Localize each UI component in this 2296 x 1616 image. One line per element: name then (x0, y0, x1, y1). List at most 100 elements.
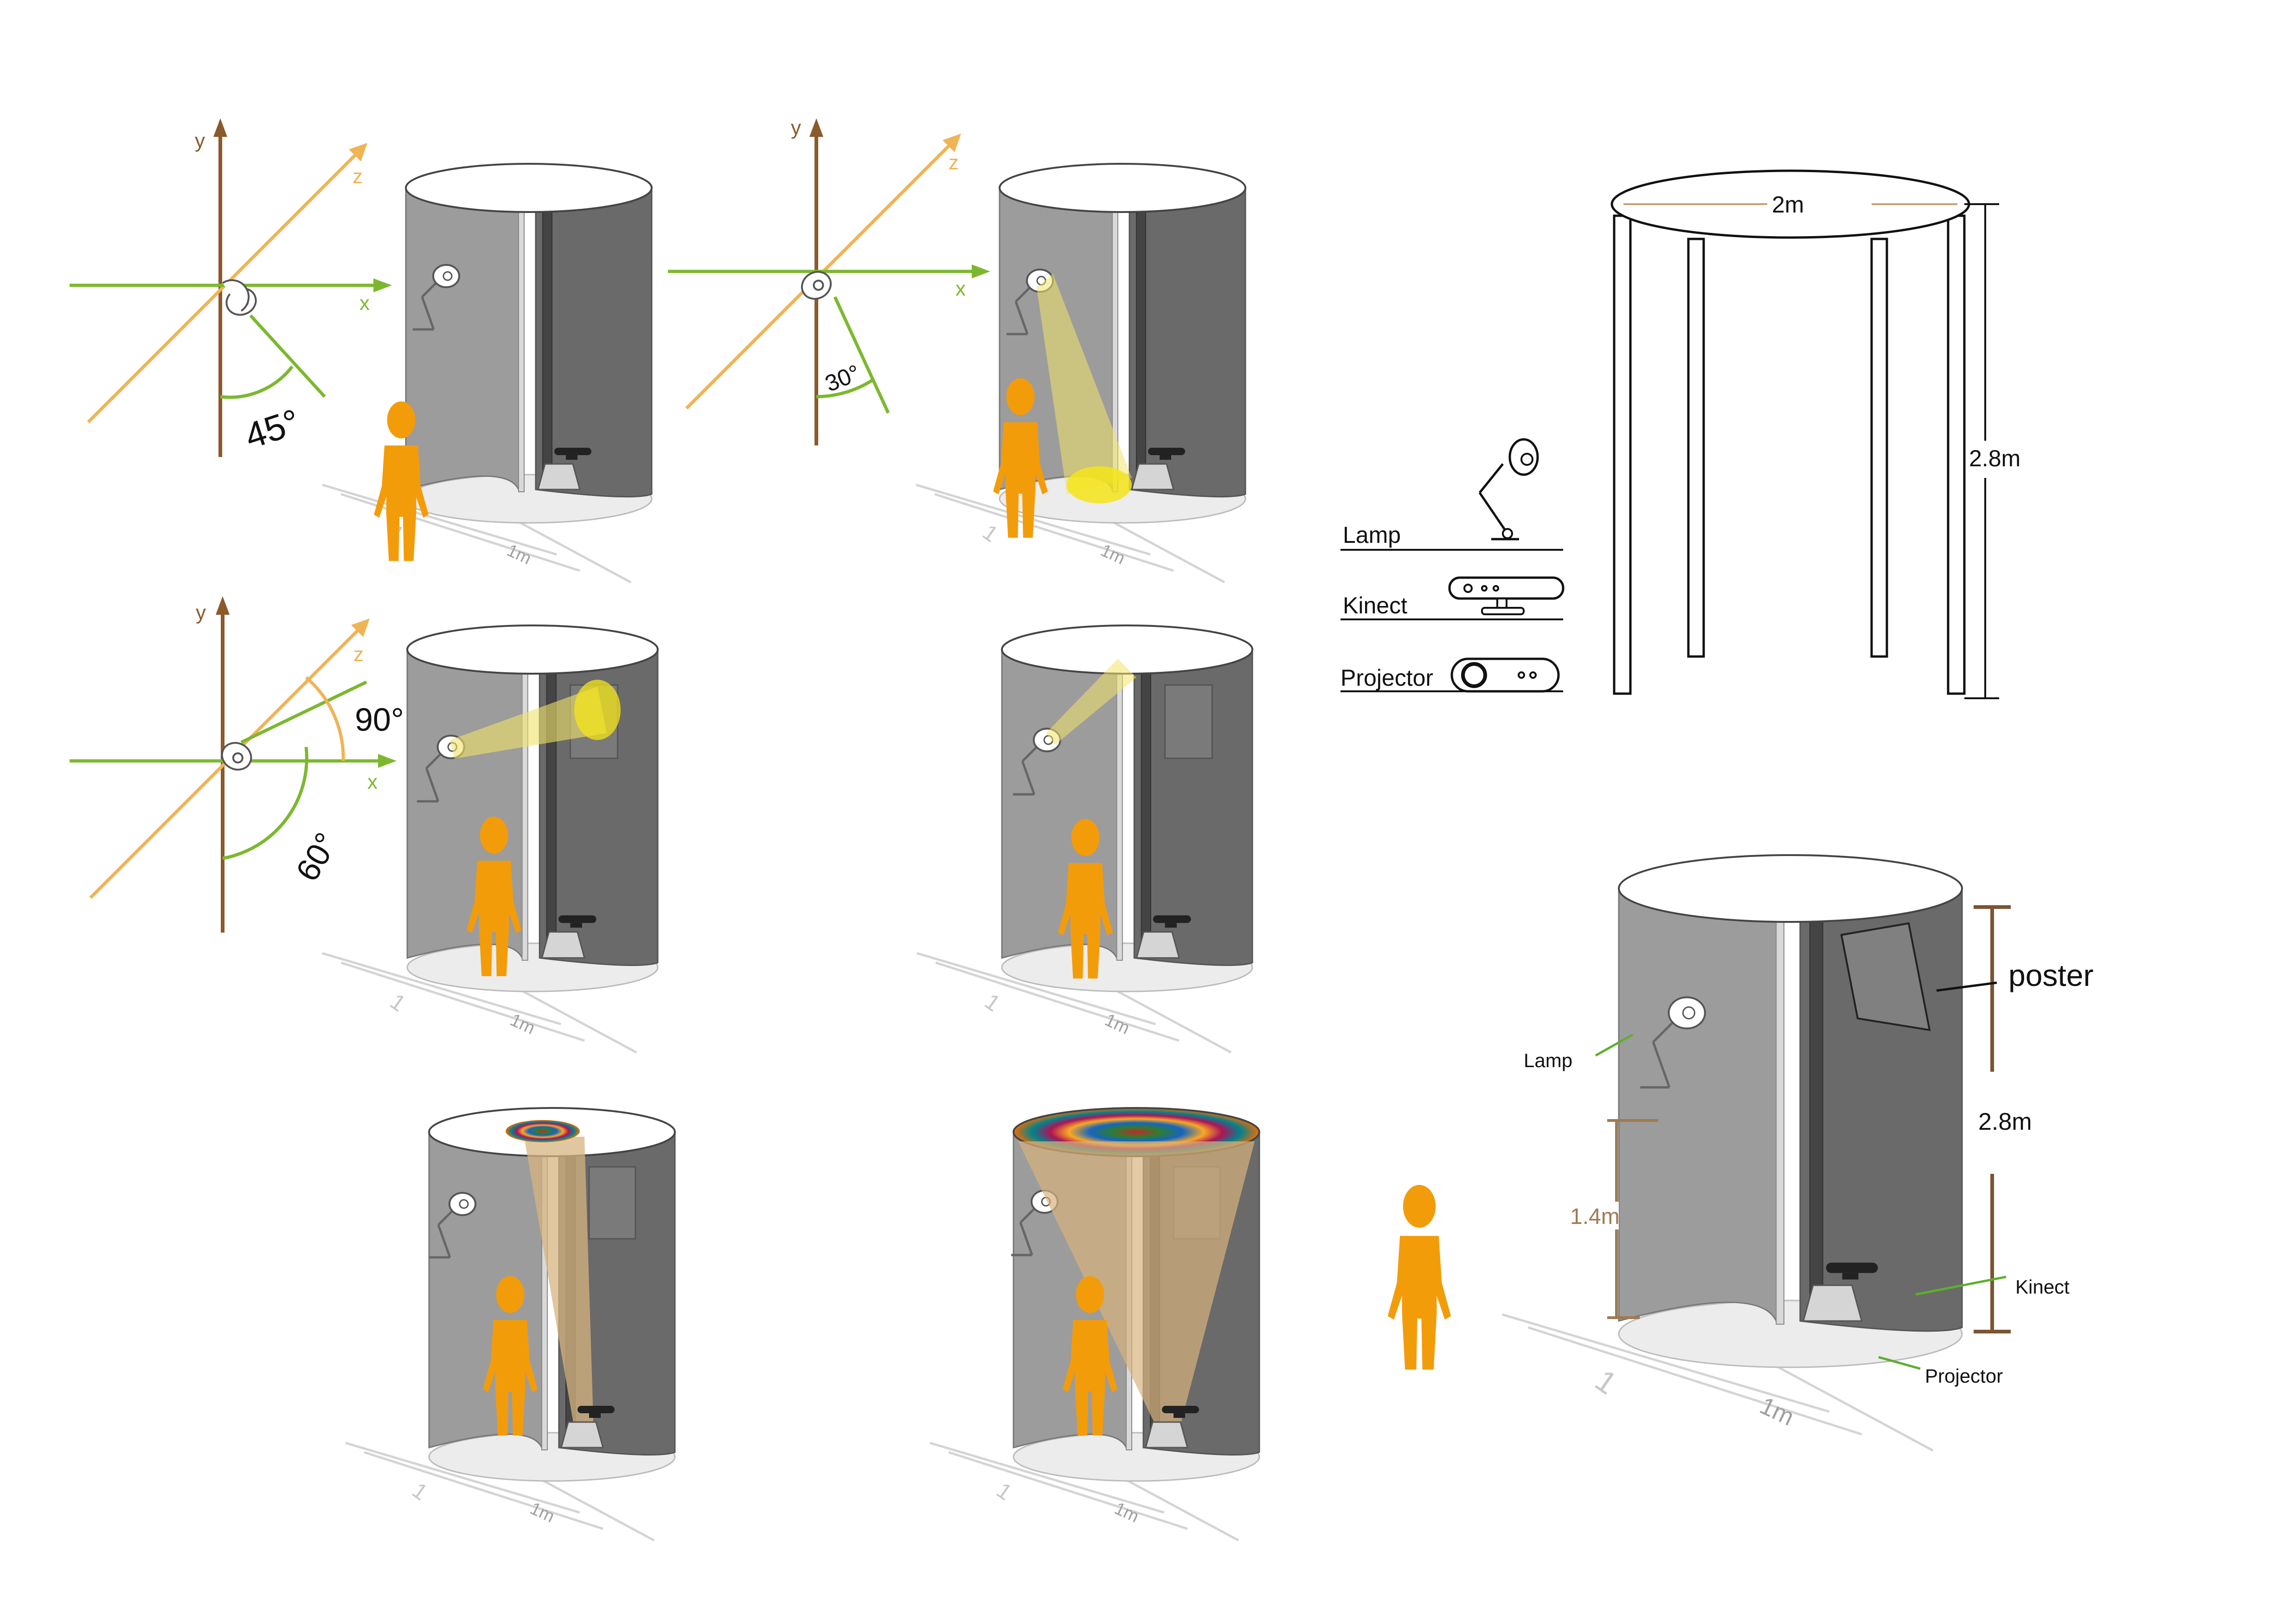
floor-line (340, 961, 585, 1042)
floor-scale-meter: 1m (1756, 1392, 1798, 1431)
floor-line (1103, 516, 1225, 584)
floor-scale-one: 1 (408, 1478, 432, 1506)
standalone-person (1387, 1185, 1451, 1370)
lamp-arm (425, 767, 440, 802)
kinect-device (1162, 1406, 1199, 1413)
kinect-device (566, 455, 577, 460)
projector-beam (1018, 1141, 1255, 1434)
light-beam (1046, 659, 1136, 745)
poster (1840, 922, 1931, 1031)
booth-5: 1 1m (345, 1107, 676, 1542)
lamp-icon (1478, 438, 1539, 541)
floor-line (322, 483, 557, 556)
floor-scale-meter: 1m (1097, 541, 1128, 568)
booth-4: 11m (916, 625, 1253, 1054)
floor-line (532, 1474, 655, 1542)
floor-scale-meter: 1m (504, 541, 534, 568)
booth-wall-right (1129, 187, 1246, 498)
z-axis-label: z (949, 151, 959, 174)
floor-scale-one: 1 (992, 1478, 1016, 1506)
detail-height-label: 2.8m (1978, 1108, 2032, 1135)
kinect-device (1174, 1413, 1185, 1418)
booth-illustrations: 11m11m11m11m11m11m11m (321, 163, 1963, 1542)
projector-device (1802, 1284, 1863, 1322)
floor-scale-meter: 1m (507, 1010, 538, 1038)
projector-device (1131, 463, 1174, 490)
booth-roof (406, 625, 659, 675)
booth-wall-right (535, 187, 653, 498)
booth-wall-left (405, 187, 520, 492)
kinect-device (570, 923, 582, 928)
kinect-device (554, 448, 591, 455)
kinect-device (589, 1413, 601, 1418)
x-axis-label: x (956, 277, 966, 300)
projector-icon (1450, 657, 1560, 693)
projector-device (1135, 931, 1180, 959)
detail-lamp-label: Lamp (1524, 1049, 1572, 1071)
poster (1164, 684, 1213, 759)
lamp-icon (443, 271, 453, 281)
light-spot (574, 680, 621, 740)
door-post (1116, 668, 1123, 961)
kinect-device (1160, 455, 1171, 460)
kinect-icon (1448, 576, 1565, 615)
floor-line (934, 493, 1174, 572)
booth-roof (1618, 854, 1963, 923)
kinect-device (577, 1406, 615, 1413)
y-axis-label: y (196, 601, 206, 624)
floor-scale-one: 1 (1589, 1363, 1623, 1402)
door-post (542, 206, 552, 485)
floor-scale-one: 1 (978, 520, 1002, 547)
kinect-device (1826, 1262, 1878, 1273)
x-axis-label: x (359, 292, 370, 315)
floor-line (1764, 1358, 1934, 1452)
lamp-arm (437, 1224, 451, 1258)
booth-wall-left (1618, 888, 1778, 1325)
door-post (1141, 668, 1151, 954)
kinect-device (1148, 448, 1185, 455)
booth-1: 11m (322, 163, 653, 584)
projector-device (537, 463, 581, 490)
light-spot (1067, 466, 1132, 503)
axes-panel-2: y z x 30° (668, 116, 990, 445)
booth-wall-right (1133, 649, 1253, 966)
projector-beam (524, 1137, 594, 1434)
legend: Lamp Kinect Projector (1340, 438, 1565, 693)
kinect-device (1153, 915, 1191, 923)
floor-line (345, 1442, 580, 1514)
booth-roof (405, 163, 653, 213)
lamp-icon (459, 1199, 469, 1209)
projector-device (541, 931, 586, 959)
floor-line (916, 952, 1156, 1025)
floor-scale-one: 1 (385, 989, 410, 1017)
kinect-device (1165, 923, 1177, 928)
legend-kinect-label: Kinect (1343, 592, 1407, 618)
projector-device (560, 1421, 604, 1449)
y-axis-label: y (195, 129, 205, 152)
lamp-arm (1019, 1222, 1033, 1255)
y-axis-label: y (791, 116, 801, 139)
projector-device (1145, 1421, 1188, 1449)
floor-scale-meter: 1m (527, 1499, 558, 1526)
floor-line (935, 961, 1180, 1042)
angle-label-30: 30° (821, 360, 864, 397)
detail-projector-label: Projector (1925, 1365, 2003, 1387)
lamp-arm (1021, 760, 1036, 795)
door-post (518, 206, 525, 492)
booth-wall-left (428, 1131, 544, 1450)
floor-line (364, 1451, 603, 1530)
legend-projector-label: Projector (1340, 665, 1433, 691)
booth-3: 1 1m (321, 625, 659, 1054)
door-post (1776, 914, 1785, 1325)
x-axis-label: x (367, 771, 378, 793)
door-post (1809, 914, 1823, 1315)
lamp-arm (1014, 301, 1029, 335)
floor-line (1501, 1313, 1830, 1413)
z-axis-label: z (353, 643, 364, 666)
floor-scale-meter: 1m (1102, 1010, 1133, 1038)
booth-frame: 2m 2.8m (1610, 169, 2020, 699)
axes-panel-1: y z x 45° (70, 118, 392, 457)
lamp-arm (1652, 1042, 1671, 1088)
angle-label-45: 45° (240, 401, 304, 457)
